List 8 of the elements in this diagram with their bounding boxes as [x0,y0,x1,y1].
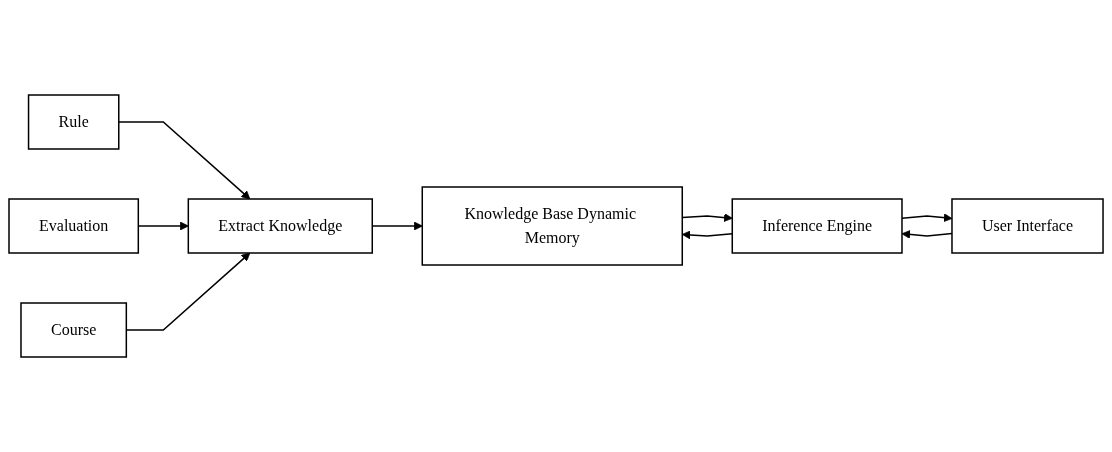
arrow [118,121,251,200]
node-box: Evaluation [8,198,140,254]
node-box: Inference Engine [731,198,903,254]
node-box: Rule [27,94,120,150]
node-box: User Interface [951,198,1104,254]
node-box: Course [20,302,128,358]
node-box: Extract Knowledge [187,198,373,254]
node-box: Knowledge Base Dynamic Memory [421,186,683,266]
